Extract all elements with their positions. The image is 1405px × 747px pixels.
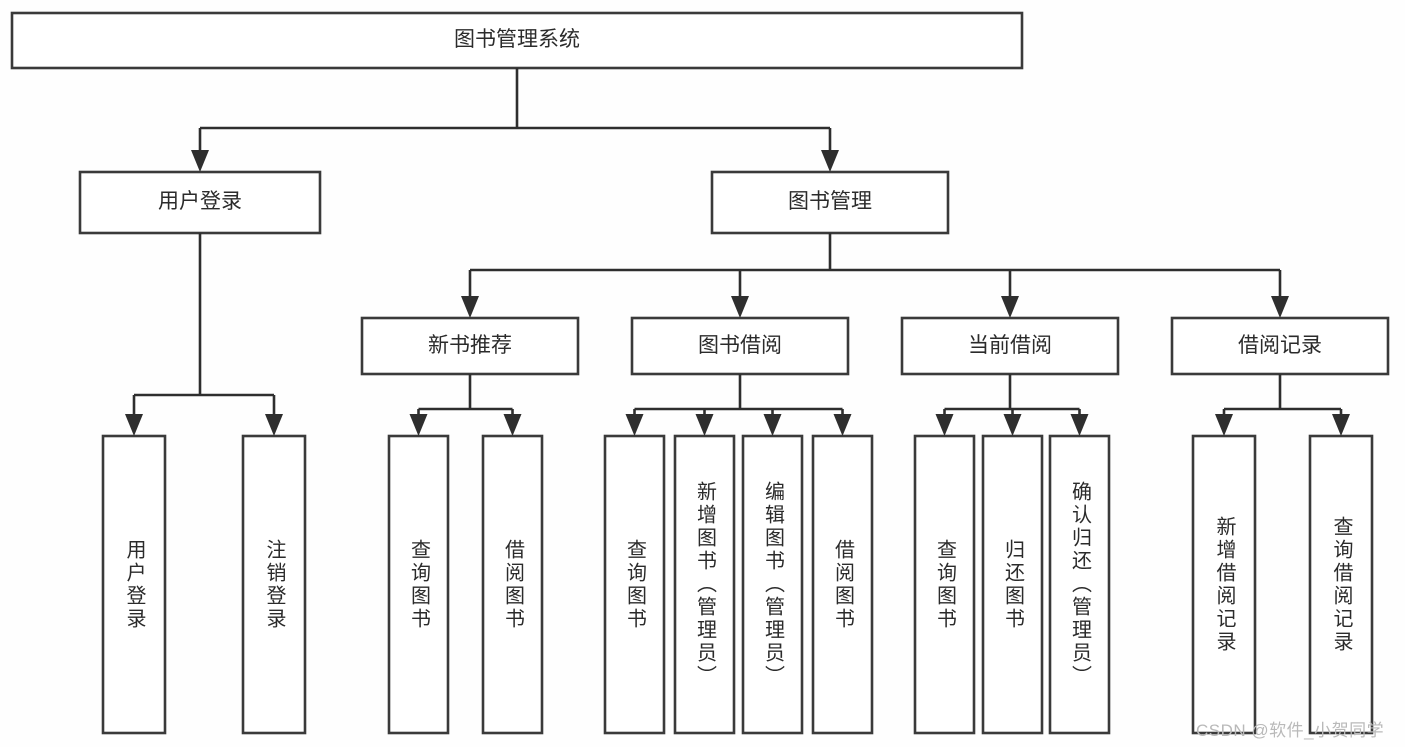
node-box-leaf-query-book-rec	[387, 434, 450, 735]
arrow-head-icon-borrow-record	[1271, 296, 1289, 318]
arrow-head-icon-leaf-logout	[265, 414, 283, 436]
arrow-head-icon-leaf-add-record	[1215, 414, 1233, 436]
arrow-head-icon-leaf-confirm-return	[1070, 414, 1089, 436]
node-box-leaf-confirm-return	[1048, 434, 1111, 735]
arrow-head-icon-leaf-query-book-rec	[409, 414, 428, 436]
arrow-head-icon-book-borrow	[731, 296, 749, 318]
node-box-current-borrow	[900, 316, 1120, 376]
arrow-head-icon-new-book-rec	[461, 296, 479, 318]
arrow-head-icon-leaf-borrow-book-rec	[503, 414, 522, 436]
node-box-leaf-add-book	[673, 434, 736, 735]
node-box-leaf-edit-book	[741, 434, 804, 735]
node-box-leaf-query-book-cur	[913, 434, 976, 735]
node-box-book-borrow	[630, 316, 850, 376]
node-box-leaf-borrow-book	[811, 434, 874, 735]
node-box-new-book-rec	[360, 316, 580, 376]
watermark: CSDN @软件_小贺同学	[1196, 721, 1385, 740]
arrow-head-icon-user-login	[191, 150, 209, 172]
node-box-leaf-logout	[241, 434, 307, 735]
node-box-book-manage	[710, 170, 950, 235]
arrow-head-icon-current-borrow	[1001, 296, 1019, 318]
arrow-head-icon-leaf-query-record	[1332, 414, 1350, 436]
node-box-leaf-borrow-book-rec	[481, 434, 544, 735]
node-box-root	[10, 11, 1024, 70]
arrow-head-icon-book-manage	[821, 150, 839, 172]
node-box-leaf-add-record	[1191, 434, 1257, 735]
arrow-head-icon-leaf-return-book	[1003, 414, 1022, 436]
arrow-head-icon-leaf-user-login	[125, 414, 143, 436]
node-box-leaf-return-book	[981, 434, 1044, 735]
node-box-borrow-record	[1170, 316, 1390, 376]
node-box-leaf-query-book-borrow	[603, 434, 666, 735]
arrow-head-icon-leaf-add-book	[695, 414, 714, 436]
node-box-leaf-query-record	[1308, 434, 1374, 735]
arrow-head-icon-leaf-edit-book	[763, 414, 782, 436]
arrow-head-icon-leaf-query-book-borrow	[625, 414, 644, 436]
arrow-head-icon-leaf-query-book-cur	[935, 414, 954, 436]
node-box-user-login	[78, 170, 322, 235]
node-box-leaf-user-login	[101, 434, 167, 735]
arrow-head-icon-leaf-borrow-book	[833, 414, 852, 436]
